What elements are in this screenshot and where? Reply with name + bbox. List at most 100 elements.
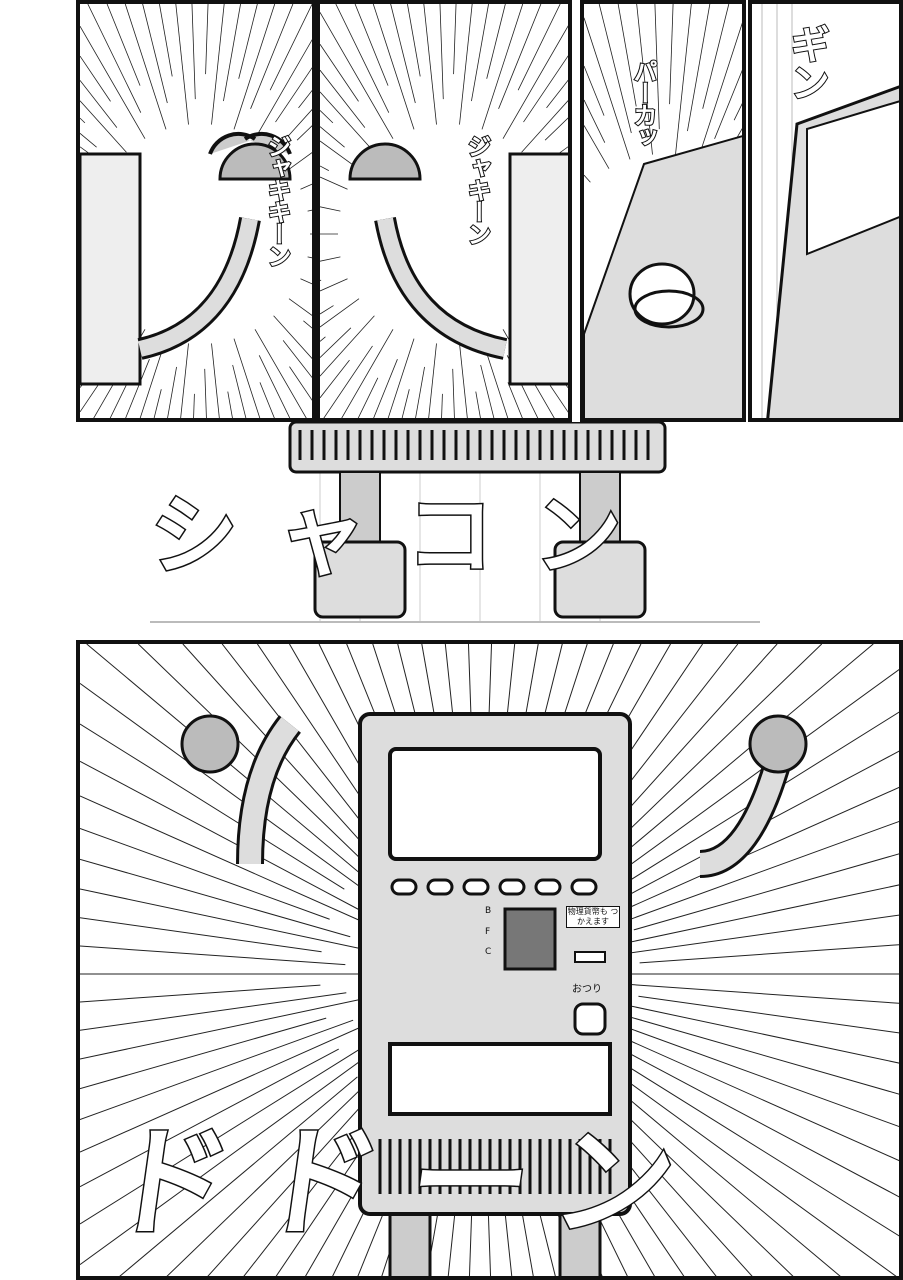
speed-line: [669, 4, 674, 105]
speed-line: [614, 982, 899, 1004]
speed-line: [609, 1010, 899, 1095]
robot-foot-right: [553, 540, 647, 619]
speed-line: [320, 44, 359, 102]
speed-line: [320, 256, 341, 262]
speed-line: [675, 4, 692, 155]
speed-line: [580, 1018, 899, 1162]
speed-line: [320, 327, 352, 358]
machine-edge: [508, 152, 568, 386]
speed-line: [211, 343, 220, 418]
card-slot: [574, 951, 606, 963]
speed-line: [320, 110, 334, 124]
speed-line: [320, 69, 366, 128]
speed-line: [300, 278, 312, 285]
speed-line: [320, 126, 345, 148]
speed-line: [602, 644, 874, 872]
speed-line: [523, 55, 568, 123]
speed-line: [191, 4, 196, 100]
speed-line: [80, 1038, 392, 1266]
speed-line: [282, 340, 312, 379]
speed-line: [87, 4, 142, 113]
speed-line: [341, 329, 394, 418]
speed-line: [636, 4, 653, 155]
speed-line: [142, 4, 168, 104]
speed-line: [259, 382, 275, 418]
robot-claw-left: [180, 714, 240, 774]
speed-line: [320, 359, 350, 399]
speed-line: [269, 4, 312, 91]
speed-line: [453, 4, 457, 75]
speed-lines: [80, 644, 899, 1276]
speed-line: [587, 884, 899, 952]
speed-line: [320, 305, 334, 315]
speed-line: [80, 1018, 380, 1153]
speed-line: [175, 4, 189, 125]
speed-line: [80, 80, 118, 128]
speed-line: [598, 4, 632, 134]
speed-line: [372, 4, 415, 130]
speed-line: [298, 89, 312, 109]
robot-arm-right: [699, 751, 791, 875]
speed-line: [238, 4, 258, 79]
panel-machine-angle: ギン: [748, 0, 903, 422]
speed-line: [428, 343, 437, 418]
speed-line: [584, 17, 631, 160]
speed-line: [702, 4, 730, 109]
coin-button: [628, 262, 696, 326]
speed-line: [289, 366, 312, 401]
speed-line: [320, 165, 329, 171]
touch-panel: [503, 907, 557, 971]
speed-line: [407, 4, 421, 77]
robot-leg-left: [339, 471, 381, 543]
speed-line: [439, 4, 444, 100]
change-return: [573, 1002, 607, 1036]
speed-line: [654, 4, 660, 130]
speed-line: [498, 4, 542, 109]
speed-line: [223, 4, 241, 102]
speed-line: [415, 366, 425, 418]
speed-line: [517, 4, 561, 91]
robot-foot-left: [313, 540, 407, 619]
speed-line: [544, 117, 568, 141]
speed-line: [320, 176, 348, 190]
speed-line: [167, 366, 177, 418]
speed-line: [109, 377, 131, 418]
speed-line: [288, 152, 312, 170]
machine-buttons: [390, 878, 598, 896]
robot-leg-right: [579, 471, 621, 543]
speed-line: [80, 945, 346, 966]
speed-line: [697, 22, 742, 160]
speed-line: [159, 4, 173, 77]
speed-line: [166, 1067, 384, 1276]
speed-line: [390, 4, 416, 104]
speed-line: [80, 117, 86, 124]
speed-line: [630, 1028, 899, 1128]
speed-line: [615, 1058, 899, 1237]
speed-line: [307, 209, 312, 212]
speed-lines: [584, 4, 742, 418]
speed-line: [80, 1048, 339, 1188]
speed-line: [288, 298, 312, 316]
product-outlet: [388, 1042, 612, 1116]
speed-line: [180, 343, 189, 418]
notice-label: 物理貨幣も つかえます: [566, 906, 620, 928]
speed-line: [486, 4, 506, 79]
speed-line: [606, 820, 899, 929]
speed-line: [714, 69, 742, 139]
speed-line: [205, 4, 209, 75]
speed-line: [80, 858, 351, 938]
speed-line: [80, 25, 146, 139]
speed-line: [502, 25, 568, 139]
speed-line: [546, 79, 568, 109]
sfx-shakon: シャコン: [148, 484, 663, 587]
machine-screen: [388, 747, 602, 861]
coin-label-c: C: [485, 947, 492, 957]
speed-line: [106, 4, 141, 86]
speed-line: [204, 368, 207, 418]
speed-line: [323, 345, 373, 418]
speed-line: [300, 183, 312, 190]
middle-strip: シャコン: [0, 420, 903, 632]
speed-line: [584, 99, 606, 143]
speed-line: [507, 382, 523, 418]
speed-line: [273, 315, 312, 359]
